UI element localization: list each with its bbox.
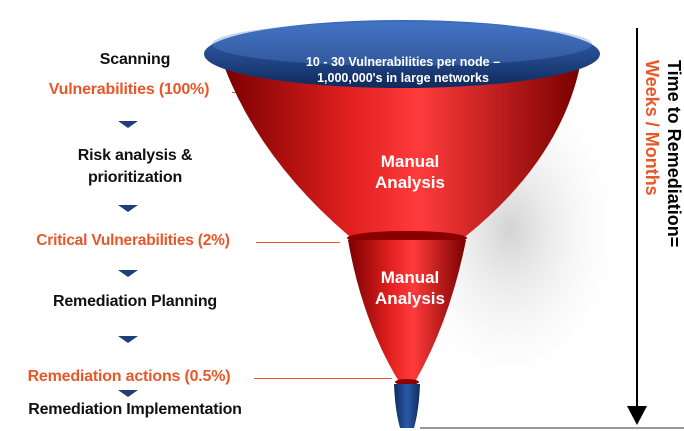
timeline-label: Time to Remediation= <box>664 60 684 248</box>
step-scanning: Scanning <box>99 51 171 68</box>
step-planning: Remediation Planning <box>52 293 218 310</box>
funnel-stage1 <box>224 66 580 236</box>
connector-line-actions <box>254 378 392 379</box>
funnel-stage2-label: Manual Analysis <box>340 267 480 309</box>
down-arrow-icon <box>118 336 138 343</box>
funnel-top-line2: 1,000,000's in large networks <box>317 71 489 85</box>
funnel-stage2-line1: Manual <box>380 268 440 287</box>
funnel-stage2 <box>348 240 466 380</box>
funnel-top-text: 10 - 30 Vulnerabilities per node – 1,000… <box>268 54 538 86</box>
funnel-ring2 <box>395 379 419 385</box>
down-arrow-icon <box>118 270 138 277</box>
funnel-top-line1: 10 - 30 Vulnerabilities per node – <box>305 55 501 69</box>
funnel-top-highlight <box>212 22 592 66</box>
down-arrow-icon <box>118 390 138 397</box>
funnel-stage2-line2: Analysis <box>375 289 445 308</box>
step-risk-line2: prioritization <box>87 169 183 186</box>
funnel-top-rim <box>204 20 600 88</box>
funnel-stage1-line2: Analysis <box>375 173 445 192</box>
step-critical: Critical Vulnerabilities (2%) <box>36 232 230 249</box>
connector-line-critical <box>256 242 340 243</box>
funnel-stage1-line1: Manual <box>380 152 440 171</box>
timeline-arrowhead-icon <box>627 406 647 425</box>
step-risk-line1: Risk analysis & <box>77 147 193 164</box>
down-arrow-icon <box>118 205 138 212</box>
process-steps: Scanning Vulnerabilities (100%) Risk ana… <box>0 0 270 431</box>
step-vulnerabilities: Vulnerabilities (100%) <box>48 81 210 98</box>
funnel-stage1-label: Manual Analysis <box>340 151 480 193</box>
down-arrow-icon <box>118 121 138 128</box>
step-implementation: Remediation Implementation <box>28 401 242 418</box>
funnel-spout <box>394 384 420 428</box>
timeline-duration: Weeks / Months <box>642 60 662 196</box>
step-actions: Remediation actions (0.5%) <box>27 368 231 385</box>
